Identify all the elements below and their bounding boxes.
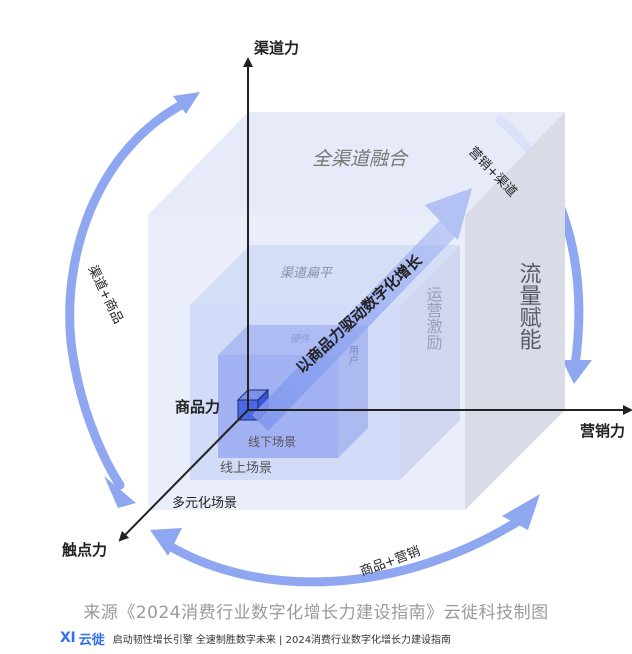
axes — [118, 57, 632, 542]
y-axis-label: 渠道力 — [254, 39, 299, 57]
diagonal-arrow — [252, 188, 472, 431]
middle-bottom-label: 线上场景 — [220, 461, 272, 476]
z-axis — [118, 409, 249, 542]
cycle-arrow-left — [65, 98, 190, 490]
diagonal-arrow-head — [425, 188, 472, 240]
middle-side-label: 运营激励 — [424, 286, 443, 351]
brand-logo-icon: Ⅺ — [60, 630, 76, 646]
outer-cube-top — [148, 112, 565, 215]
inner-bottom-label: 线下场景 — [248, 435, 296, 449]
cycle-arrowhead-right — [562, 360, 592, 384]
middle-cube-side — [400, 245, 460, 480]
cycle-arrow-bottom — [163, 515, 525, 587]
cycle-left-label: 渠道+商品 — [84, 263, 125, 326]
brand-name: 云徙 — [78, 632, 105, 648]
footer-bar: Ⅺ 云徙 启动韧性增长引擎 全速制胜数字未来 | 2024消费行业数字化增长力建… — [60, 628, 451, 648]
outer-top-label: 全渠道融合 — [312, 148, 409, 170]
inner-side-label: 用户 — [347, 345, 359, 366]
middle-top-label: 渠道扁平 — [280, 266, 334, 281]
outer-side-label: 流量赋能 — [516, 262, 542, 350]
z-axis-label: 触点力 — [62, 541, 107, 559]
cycle-arrowhead-bottom — [150, 528, 182, 556]
cycle-arrowhead-top — [173, 92, 200, 114]
inner-top-label: 硬件 — [290, 333, 311, 345]
cycle-arrowhead-left — [104, 476, 136, 508]
origin-label: 商品力 — [175, 398, 220, 416]
footer-tagline: 启动韧性增长引擎 全速制胜数字未来 | 2024消费行业数字化增长力建设指南 — [112, 634, 452, 646]
cycle-arrowheads — [104, 92, 592, 556]
inner-cube-side — [338, 325, 368, 458]
outer-bottom-label: 多元化场景 — [172, 495, 237, 511]
diagonal-arrow-shaft — [252, 220, 456, 431]
source-caption: 来源《2024消费行业数字化增长力建设指南》云徙科技制图 — [83, 603, 549, 623]
cycle-arrowhead-right-bottom — [502, 494, 540, 530]
x-axis-label: 营销力 — [580, 422, 625, 440]
